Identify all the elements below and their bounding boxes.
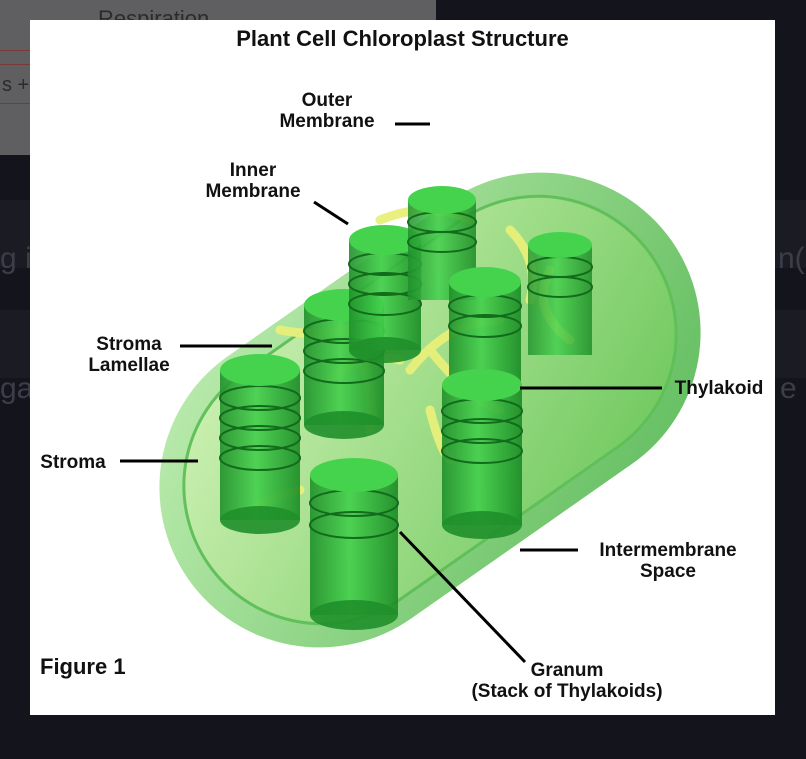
figure-title: Plant Cell Chloroplast Structure bbox=[236, 26, 569, 51]
leader-lines bbox=[120, 122, 662, 664]
background-text: e bbox=[780, 372, 797, 405]
label-thylakoid: Thylakoid bbox=[674, 378, 764, 399]
label-outer-membrane: Outer Membrane bbox=[279, 90, 375, 132]
background-text: g i bbox=[0, 242, 32, 275]
label-intermembrane-space: Intermembrane Space bbox=[599, 540, 737, 582]
chloroplast-illustration bbox=[120, 122, 701, 664]
background-text: n(C bbox=[778, 242, 806, 275]
granum bbox=[441, 369, 523, 539]
granum bbox=[527, 232, 593, 355]
label-stroma: Stroma bbox=[40, 452, 106, 473]
background-text: ga bbox=[0, 372, 34, 405]
granum bbox=[219, 354, 301, 534]
label-inner-membrane: Inner Membrane bbox=[205, 160, 301, 202]
granum bbox=[448, 267, 522, 382]
chloroplast-figure: Plant Cell Chloroplast Structure Outer M… bbox=[30, 20, 775, 715]
label-granum: Granum (Stack of Thylakoids) bbox=[471, 660, 663, 702]
granum bbox=[348, 225, 422, 363]
figure-number: Figure 1 bbox=[40, 654, 126, 679]
granum bbox=[309, 458, 399, 630]
label-stroma-lamellae: Stroma Lamellae bbox=[88, 334, 170, 376]
